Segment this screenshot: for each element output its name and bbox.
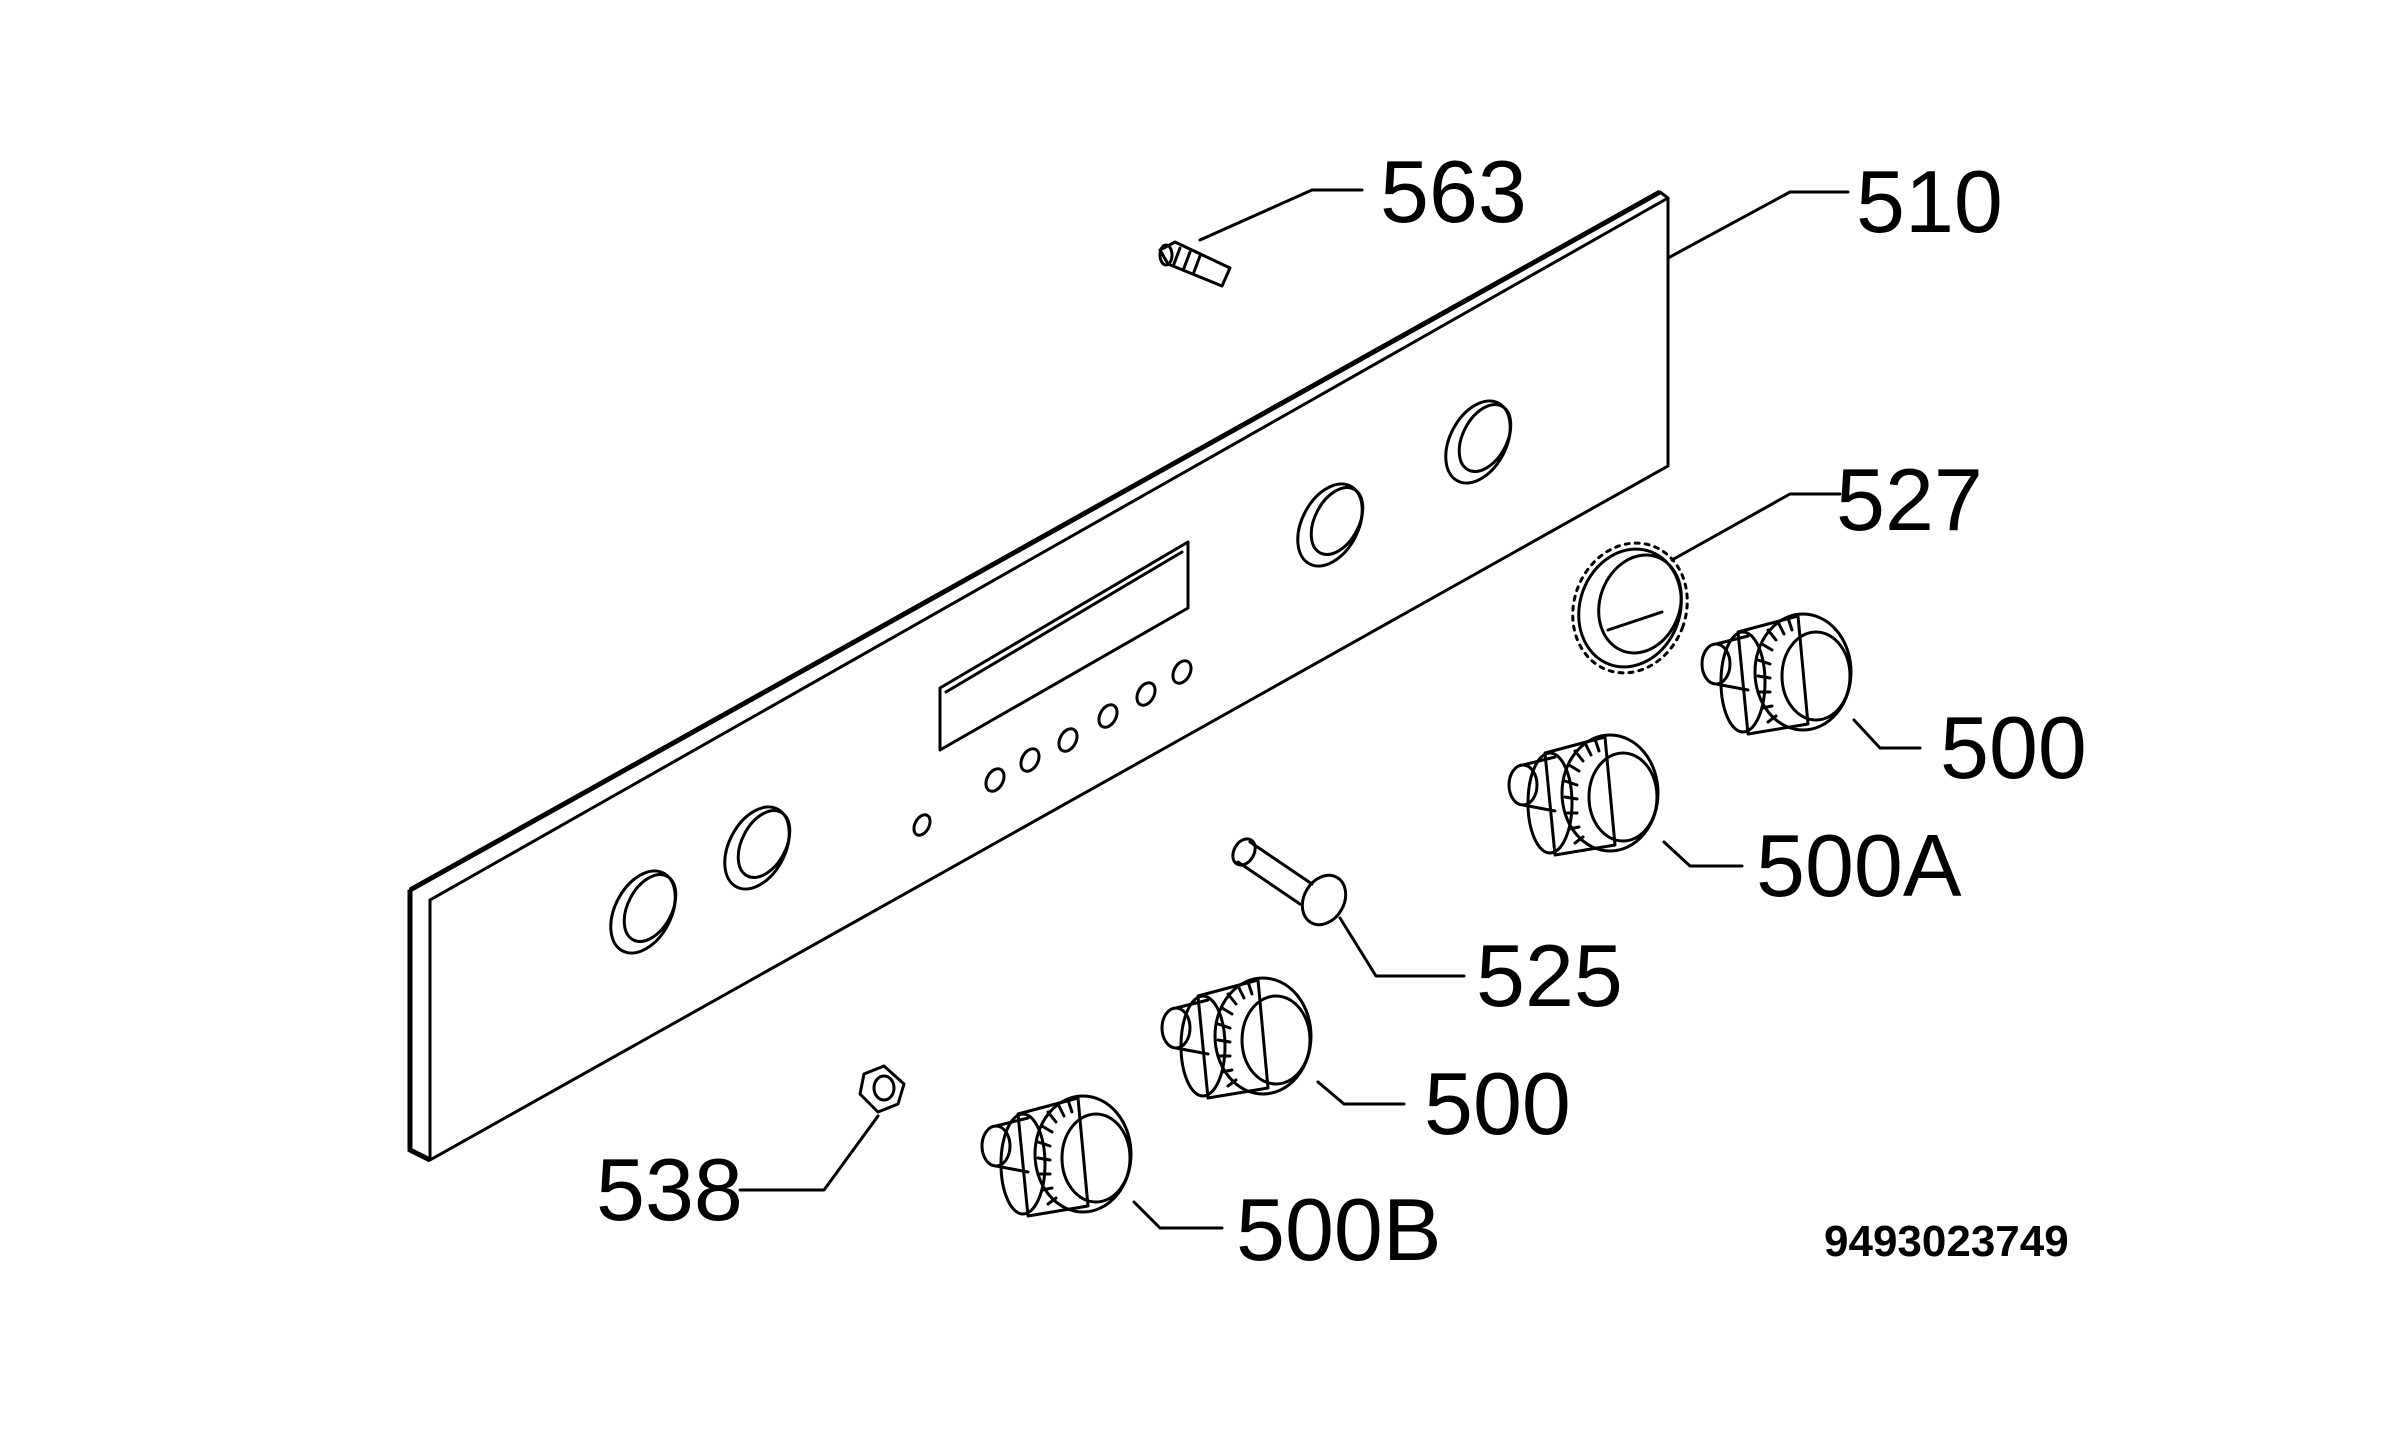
label-563: 563 — [1380, 142, 1527, 241]
panel-knob-hole — [723, 805, 792, 891]
control-panel-510 — [407, 189, 1670, 1163]
part-538-nut — [738, 1064, 906, 1192]
panel-knob-hole — [1296, 482, 1365, 568]
part-525-pin — [1231, 837, 1466, 978]
panel-display-window — [938, 540, 1190, 752]
label-500B: 500B — [1236, 1180, 1442, 1279]
label-527: 527 — [1836, 450, 1983, 549]
label-500-top: 500 — [1940, 698, 2087, 797]
label-525: 525 — [1476, 926, 1623, 1025]
part-500A-knob — [1507, 733, 1744, 868]
label-500-middle: 500 — [1424, 1054, 1571, 1153]
panel-knob-hole — [1444, 399, 1513, 485]
drawing-number: 9493023749 — [1824, 1217, 2069, 1266]
part-563-screw — [1158, 188, 1364, 288]
leader-510 — [1666, 190, 1850, 260]
part-500-knob-middle — [1160, 976, 1406, 1106]
part-500-knob-top — [1700, 612, 1922, 750]
label-538: 538 — [596, 1140, 743, 1239]
part-500B-knob — [980, 1094, 1224, 1230]
label-500A: 500A — [1756, 816, 1962, 915]
panel-button-holes — [912, 659, 1193, 837]
label-510: 510 — [1856, 152, 2003, 251]
panel-knob-hole — [609, 869, 678, 955]
part-527-ring — [1571, 492, 1842, 675]
